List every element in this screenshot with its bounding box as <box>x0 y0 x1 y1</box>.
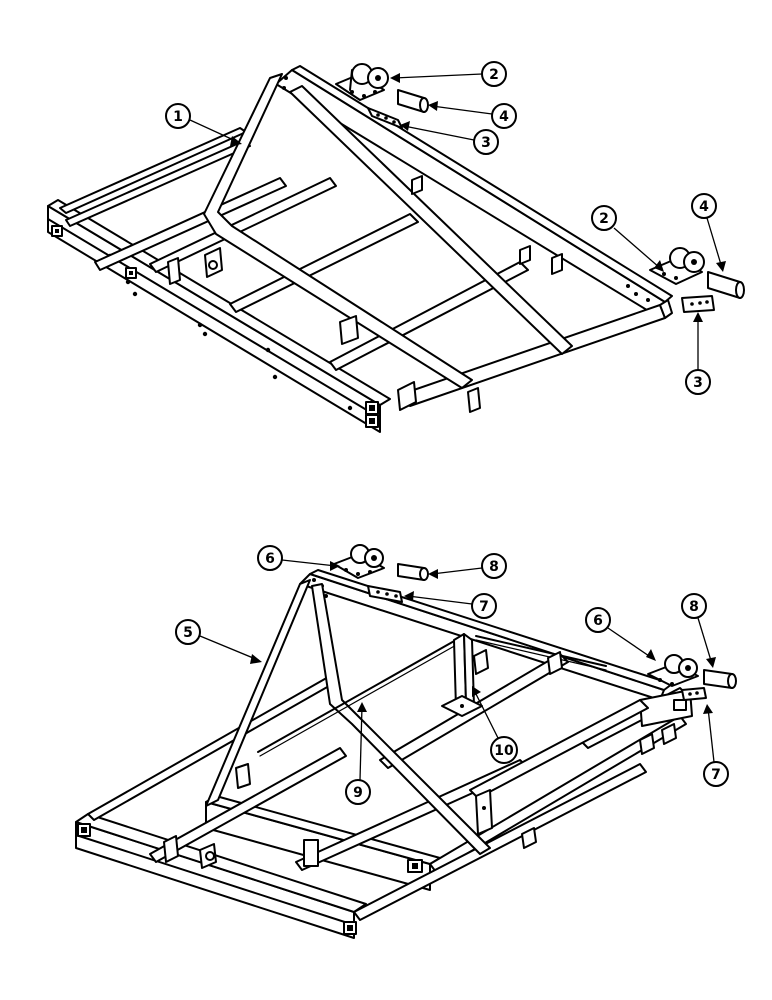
callout-3-upper: 3 <box>400 121 499 155</box>
callout-2-upper: 2 <box>390 61 507 87</box>
callout-10: 10 <box>472 686 518 764</box>
upper-left-hinge <box>335 63 429 129</box>
upper-rear-beam <box>275 69 666 319</box>
callout-label-6-lower: 6 <box>265 551 275 567</box>
callout-label-10: 10 <box>494 743 514 759</box>
callout-label-7-right: 7 <box>711 767 721 783</box>
callout-8-lower: 8 <box>428 553 507 579</box>
lower-plate-right <box>681 687 707 701</box>
upper-a-frame-left <box>203 73 473 389</box>
callout-label-3-upper: 3 <box>481 135 491 151</box>
callout-8-right: 8 <box>681 593 716 668</box>
callout-1: 1 <box>165 103 242 146</box>
callout-label-2-right: 2 <box>599 211 609 227</box>
upper-frame-assembly <box>47 65 673 433</box>
callout-7-lower: 7 <box>404 591 497 619</box>
upper-plate-right <box>681 295 715 313</box>
callout-2-right: 2 <box>591 205 664 272</box>
callout-4-upper: 4 <box>428 101 517 129</box>
upper-a-frame-right <box>289 85 573 355</box>
callout-label-3-right: 3 <box>693 375 703 391</box>
lower-tension-rod-right <box>475 635 607 667</box>
lower-plate-left <box>367 585 403 603</box>
callout-label-5: 5 <box>183 625 193 641</box>
callout-3-right: 3 <box>685 312 711 395</box>
callout-6-lower: 6 <box>257 545 340 571</box>
callout-7-right: 7 <box>703 704 729 787</box>
callout-9: 9 <box>345 702 371 805</box>
callout-label-6-right: 6 <box>593 613 603 629</box>
callout-label-7-lower: 7 <box>479 599 489 615</box>
lower-right-hinge <box>647 654 737 701</box>
callout-label-2-upper: 2 <box>489 67 499 83</box>
lower-a-frame-center <box>311 583 491 855</box>
lower-a-frame-left <box>205 579 311 807</box>
upper-pin-right <box>707 271 741 299</box>
callout-label-4-right: 4 <box>699 199 709 215</box>
lower-tension-rod-left <box>257 639 457 753</box>
upper-right-hinge <box>649 247 745 313</box>
callout-label-1: 1 <box>173 109 183 125</box>
callout-4-right: 4 <box>691 193 726 272</box>
callout-5: 5 <box>175 619 262 664</box>
lower-frame-assembly <box>75 569 693 939</box>
callout-label-8-lower: 8 <box>489 559 499 575</box>
callout-6-right: 6 <box>585 607 656 661</box>
center-post <box>441 633 483 717</box>
callout-label-8-right: 8 <box>689 599 699 615</box>
callout-label-9: 9 <box>353 785 363 801</box>
callout-label-4-upper: 4 <box>499 109 509 125</box>
